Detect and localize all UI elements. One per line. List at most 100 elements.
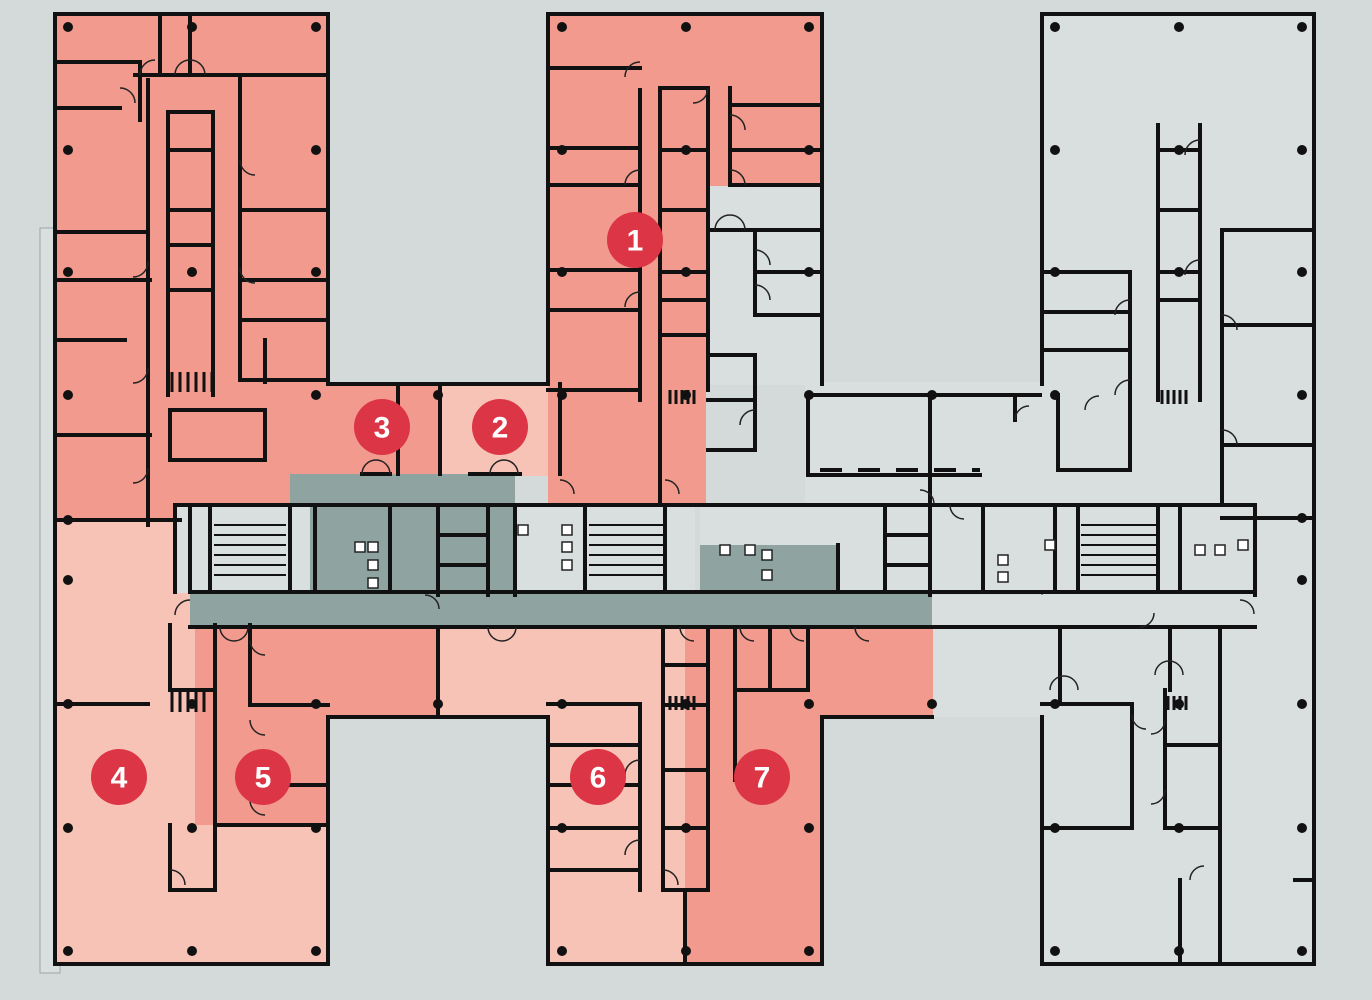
- restroom-icon: [367, 559, 379, 571]
- door-swing-icon: [1239, 599, 1255, 615]
- door-swing-icon: [624, 291, 641, 308]
- column-icon: [1174, 22, 1184, 32]
- zone-marker-circle: [354, 399, 410, 455]
- restroom-icon: [1194, 544, 1206, 556]
- column-icon: [1297, 390, 1307, 400]
- column-icon: [433, 699, 443, 709]
- column-icon: [63, 515, 73, 525]
- zone-marker-7[interactable]: 7: [734, 749, 790, 805]
- door-swing-icon: [132, 367, 149, 384]
- door-swing-icon: [249, 799, 266, 816]
- column-icon: [1297, 267, 1307, 277]
- column-icon: [557, 267, 567, 277]
- column-icon: [927, 699, 937, 709]
- elevator-icon: [1160, 390, 1188, 404]
- core-block-mid: [515, 505, 695, 593]
- zone-marker-circle: [570, 749, 626, 805]
- zone-north-wing[interactable]: [548, 14, 822, 186]
- restroom-icon: [1237, 539, 1249, 551]
- door-swing-icon: [754, 249, 771, 266]
- door-swing-icon: [249, 639, 266, 656]
- door-swing-icon: [424, 594, 440, 610]
- walls: [53, 12, 1316, 966]
- east-wing-free-area[interactable]: [1041, 13, 1315, 965]
- restroom-icons: [354, 524, 1249, 589]
- column-icon: [557, 946, 567, 956]
- zone-west-link[interactable]: [240, 384, 440, 474]
- column-icon: [681, 946, 691, 956]
- door-swing-icon: [1150, 719, 1166, 735]
- column-icon: [1174, 823, 1184, 833]
- door-swing-icon: [692, 87, 709, 104]
- zone-marker-1[interactable]: 1: [607, 212, 663, 268]
- zone-marker-2[interactable]: 2: [472, 399, 528, 455]
- column-icon: [187, 267, 197, 277]
- restroom-icon: [561, 559, 573, 571]
- restroom-icon: [354, 541, 366, 553]
- door-swing-icon: [239, 267, 256, 284]
- zone-marker-label: 4: [111, 762, 128, 795]
- column-icon: [1297, 946, 1307, 956]
- zone-south-link-east[interactable]: [808, 625, 933, 717]
- restroom-icon: [517, 524, 529, 536]
- core-block-east-2: [983, 505, 1255, 593]
- zone-marker-3[interactable]: 3: [354, 399, 410, 455]
- restroom-icon: [744, 544, 756, 556]
- door-swing-icon: [487, 626, 517, 642]
- column-icon: [311, 390, 321, 400]
- door-swing-icon: [1189, 865, 1205, 881]
- door-swing-icon: [1150, 789, 1166, 805]
- door-swing-icon: [1139, 612, 1155, 628]
- door-swing-icon: [729, 169, 746, 186]
- column-icon: [557, 823, 567, 833]
- restroom-icon: [367, 541, 379, 553]
- column-icon: [681, 823, 691, 833]
- door-swing-icon: [559, 479, 575, 495]
- door-swing-icon: [919, 489, 935, 505]
- column-icon: [1174, 946, 1184, 956]
- column-icon: [1297, 22, 1307, 32]
- column-icon: [804, 145, 814, 155]
- door-swing-icon: [1184, 139, 1201, 156]
- column-icon: [804, 267, 814, 277]
- door-swing-icon: [1014, 405, 1030, 421]
- zone-marker-6[interactable]: 6: [570, 749, 626, 805]
- core-block-east-1: [838, 505, 983, 593]
- door-swing-icon: [624, 61, 641, 78]
- column-icon: [1174, 145, 1184, 155]
- door-swing-icon: [219, 626, 249, 642]
- zone-south-link-west[interactable]: [250, 625, 440, 717]
- column-icon: [804, 823, 814, 833]
- zone-marker-label: 1: [627, 225, 644, 258]
- door-swing-icon: [662, 869, 679, 886]
- column-icon: [311, 823, 321, 833]
- column-icon: [557, 22, 567, 32]
- door-swing-icon: [361, 459, 391, 475]
- door-swing-icon: [1131, 714, 1147, 730]
- corridor-east-free-area[interactable]: [930, 595, 1258, 627]
- column-icon: [63, 390, 73, 400]
- south-east-free-area[interactable]: [930, 625, 1045, 717]
- column-icon: [927, 390, 937, 400]
- column-icon: [1050, 946, 1060, 956]
- door-swing-icon: [624, 169, 641, 186]
- center-east-free-area[interactable]: [805, 382, 1045, 512]
- restroom-icon: [1044, 539, 1056, 551]
- door-swing-icon: [489, 459, 519, 475]
- door-swing-icon: [664, 479, 680, 495]
- zone-marker-label: 2: [492, 412, 509, 445]
- column-icon: [1297, 575, 1307, 585]
- door-swing-icon: [949, 504, 965, 520]
- column-icon: [681, 22, 691, 32]
- restroom-icon: [561, 524, 573, 536]
- column-icon: [311, 699, 321, 709]
- restroom-icon: [761, 549, 773, 561]
- north-middle-free-area[interactable]: [705, 185, 822, 385]
- column-icon: [1050, 145, 1060, 155]
- door-swing-icon: [679, 626, 695, 642]
- zone-marker-5[interactable]: 5: [235, 749, 291, 805]
- zone-marker-4[interactable]: 4: [91, 749, 147, 805]
- door-swing-icon: [249, 719, 266, 736]
- door-swing-icon: [754, 284, 771, 301]
- zone-south-west-bottom[interactable]: [195, 825, 328, 964]
